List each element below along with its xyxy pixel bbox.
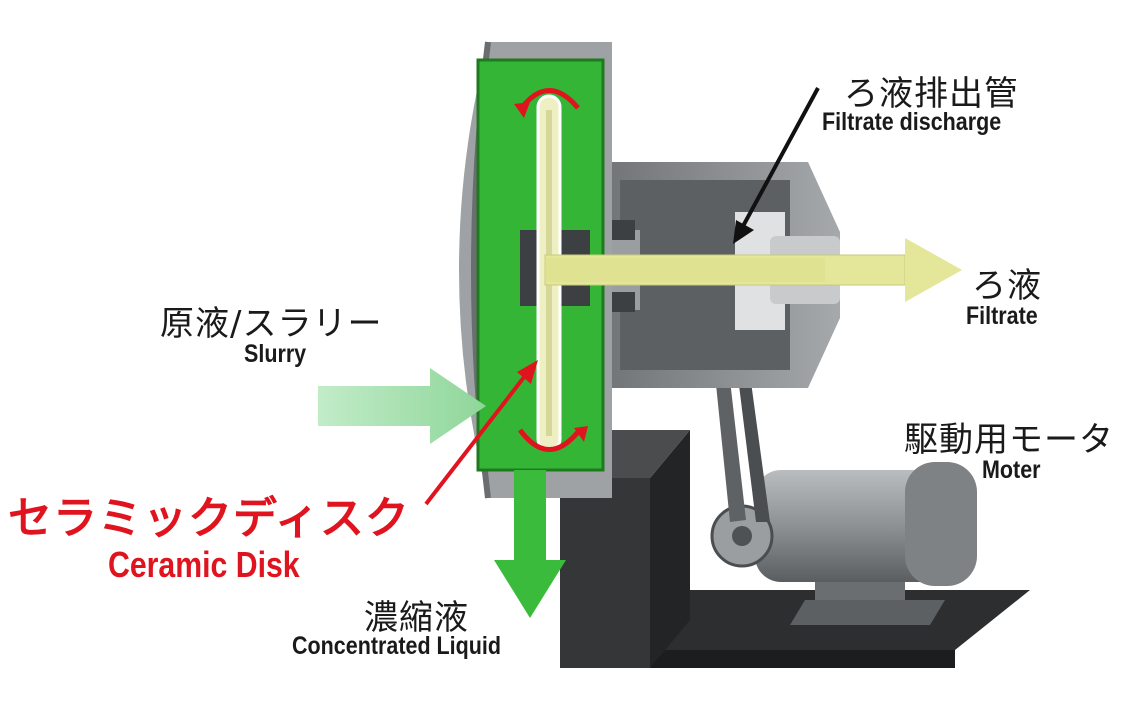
slurry-label-en: Slurry	[244, 340, 307, 368]
concentrate-label-en: Concentrated Liquid	[292, 632, 502, 660]
drive-belt	[712, 345, 770, 522]
slurry-inflow-arrow	[318, 368, 486, 444]
ceramic-disk-label-en: Ceramic Disk	[108, 544, 300, 585]
concentrate-label-ja: 濃縮液	[364, 598, 469, 638]
concentrate-outflow-arrow	[494, 470, 566, 618]
slurry-label-ja: 原液/スラリー	[160, 304, 383, 344]
ceramic-disk-label-ja: セラミックディスク	[8, 493, 410, 544]
motor-label-en: Moter	[982, 456, 1041, 484]
filtrate-label-en: Filtrate	[966, 302, 1038, 330]
pointer-ceramic-disk	[424, 360, 538, 506]
pointer-filtrate-discharge	[733, 87, 820, 244]
filtrate-discharge-label-ja: ろ液排出管	[844, 74, 1019, 114]
motor-label-ja: 駆動用モータ	[904, 420, 1114, 460]
filtrate-flow	[544, 238, 962, 302]
filtrate-label-ja: ろ液	[972, 266, 1042, 306]
drive-motor	[710, 462, 977, 625]
filtrate-discharge-label-en: Filtrate discharge	[822, 108, 1002, 136]
